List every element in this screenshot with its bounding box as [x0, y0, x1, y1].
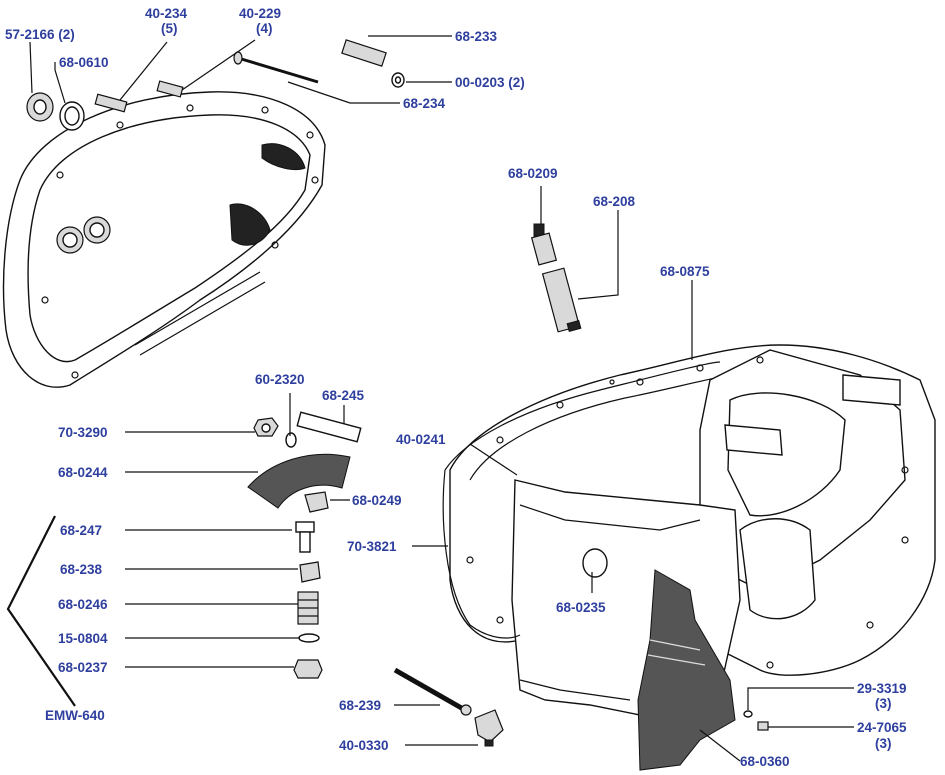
bolt-68-247	[295, 521, 315, 553]
label-68-245: 68-245	[322, 388, 365, 403]
label-24-7065: 24-7065	[857, 720, 907, 735]
label-68-0249: 68-0249	[352, 493, 402, 508]
label-40-234-qty: (5)	[161, 21, 178, 36]
label-68-208: 68-208	[593, 194, 636, 209]
clip-40-0330	[474, 709, 504, 747]
label-68-0610: 68-0610	[59, 55, 109, 70]
label-57-2166: 57-2166 (2)	[5, 27, 75, 42]
label-68-0875: 68-0875	[660, 264, 710, 279]
screw-40-234	[94, 93, 128, 113]
label-15-0804: 15-0804	[58, 631, 108, 646]
label-70-3821: 70-3821	[347, 539, 397, 554]
label-40-229: 40-229	[239, 6, 281, 21]
label-00-0203: 00-0203 (2)	[455, 75, 525, 90]
washer-15-0804	[298, 633, 320, 643]
label-68-0235: 68-0235	[556, 600, 606, 615]
label-29-3319-qty: (3)	[875, 696, 892, 711]
label-40-229-qty: (4)	[256, 21, 273, 36]
oil-seal	[59, 101, 85, 131]
label-68-238: 68-238	[60, 562, 103, 577]
washer-00-0203	[391, 72, 405, 88]
stud-68-245	[296, 411, 362, 443]
label-68-239: 68-239	[339, 698, 381, 713]
nut-68-0237	[293, 659, 323, 679]
long-screw-68-234	[233, 51, 319, 84]
screw-40-229	[156, 80, 184, 98]
washer-29-3319	[743, 710, 753, 718]
spring-holder-68-238	[299, 561, 321, 583]
label-68-0246: 68-0246	[58, 597, 108, 612]
label-68-234: 68-234	[403, 96, 446, 111]
label-70-3290: 70-3290	[58, 425, 108, 440]
screw-24-7065	[757, 721, 769, 731]
washer-60-2320	[285, 432, 297, 448]
nut-70-3290	[253, 417, 279, 437]
label-68-233: 68-233	[455, 29, 498, 44]
sleeve-68-208	[541, 267, 582, 333]
label-24-7065-qty: (3)	[875, 736, 892, 751]
label-40-0241: 40-0241	[396, 432, 446, 447]
adjuster-68-0246	[297, 591, 319, 625]
label-68-0209: 68-0209	[508, 166, 558, 181]
label-29-3319: 29-3319	[857, 681, 907, 696]
leader-lines	[6, 35, 854, 762]
label-emw-640: EMW-640	[45, 708, 105, 723]
friction-pad	[637, 569, 736, 771]
part-labels: 57-2166 (2) 68-0610 40-234 (5) 40-229 (4…	[5, 6, 907, 769]
brake-pad-68-0244	[247, 453, 351, 509]
label-40-234: 40-234	[145, 6, 188, 21]
valve-68-0209	[530, 223, 558, 266]
stud-68-233	[341, 39, 387, 67]
oil-seal-cap	[26, 92, 54, 122]
label-68-0237: 68-0237	[58, 660, 108, 675]
label-68-0244: 68-0244	[58, 465, 108, 480]
pad-68-0249	[304, 491, 329, 513]
bolt-68-239	[393, 667, 472, 716]
label-60-2320: 60-2320	[255, 372, 305, 387]
label-40-0330: 40-0330	[339, 738, 389, 753]
outer-primary-cover	[2, 91, 326, 388]
label-68-247: 68-247	[60, 523, 102, 538]
label-68-0360: 68-0360	[740, 754, 790, 769]
